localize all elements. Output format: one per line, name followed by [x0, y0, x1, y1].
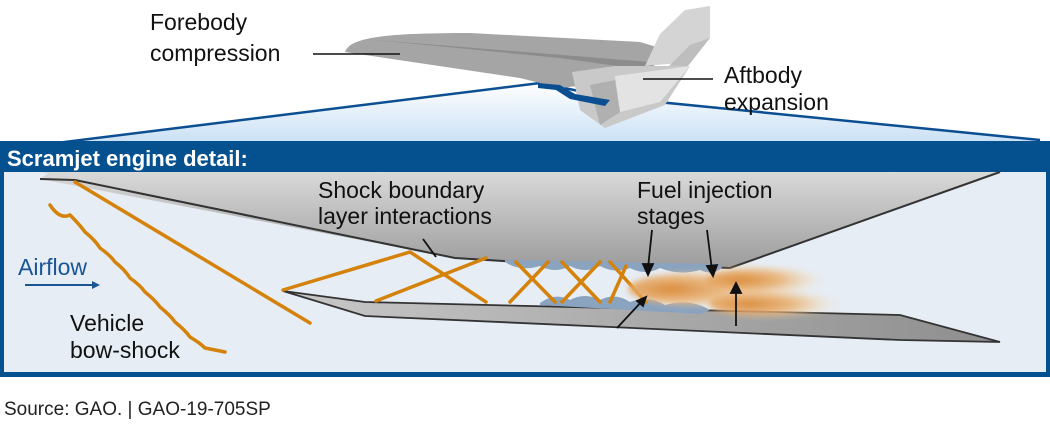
forebody-label-line1: Forebody — [150, 9, 248, 35]
aftbody-label-line2: expansion — [724, 89, 829, 115]
flame-3 — [709, 291, 841, 317]
callout-arrows — [422, 229, 743, 329]
airflow-arrow — [25, 281, 100, 289]
vehicle-bow-shock-wavy — [48, 203, 227, 354]
aftbody-label-line1: Aftbody — [724, 62, 802, 88]
shock-reflect-5 — [508, 260, 550, 304]
source-note: Source: GAO. | GAO-19-705SP — [4, 399, 271, 420]
airflow-label: Airflow — [18, 254, 87, 280]
shock-reflect-2 — [408, 250, 488, 304]
shock-reflect-9 — [608, 264, 628, 304]
bow-shock-label-line1: Vehicle — [70, 310, 144, 336]
shock-reflect-1 — [281, 250, 412, 292]
shock-boundary-label-line2: layer interactions — [318, 203, 492, 229]
shock-reflect-7 — [560, 260, 602, 304]
lower-body-edge — [282, 290, 1001, 343]
forebody-label-line2: compression — [150, 40, 280, 66]
bow-shock-straight — [73, 180, 312, 325]
hypersonic-vehicle — [345, 6, 710, 128]
upper-engine-body — [40, 172, 1000, 268]
upper-body-edge — [39, 171, 1001, 270]
fuel-injection-label-line1: Fuel injection — [637, 177, 773, 203]
zoom-wedge — [0, 83, 1050, 150]
bow-shock-label-line2: bow-shock — [70, 337, 180, 363]
panel-title: Scramjet engine detail: — [7, 146, 248, 171]
shock-reflect-3 — [374, 256, 488, 303]
shock-boundary-label-line1: Shock boundary — [318, 177, 485, 203]
lower-engine-body — [283, 291, 1000, 342]
zoom-wedge-outline — [0, 81, 1041, 152]
flame-2 — [705, 267, 825, 293]
fuel-injection-label-line2: stages — [637, 203, 705, 229]
shock-reflect-4 — [514, 260, 557, 304]
